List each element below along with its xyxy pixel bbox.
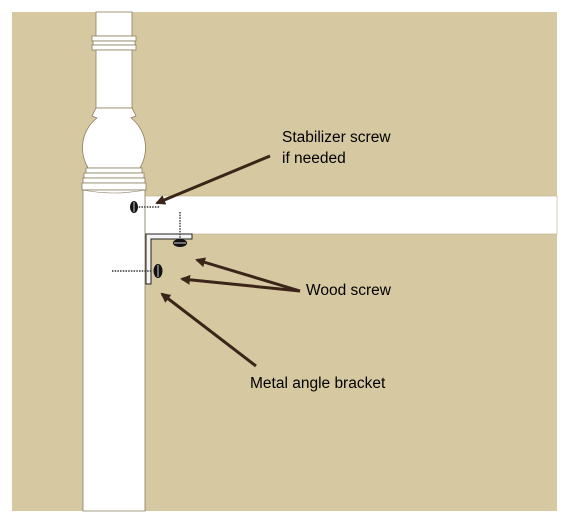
newel-post: [81, 11, 147, 512]
metal-angle-bracket: [145, 233, 193, 285]
label-metal-angle-bracket: Metal angle bracket: [250, 375, 386, 392]
arrow-stabilizer: [155, 154, 271, 205]
arrow-wood-screw-1: [195, 257, 301, 293]
arrow-metal-bracket: [160, 292, 257, 368]
label-stabilizer-line2: if needed: [282, 150, 346, 167]
wood-screw-horizontal: [112, 264, 163, 278]
arrows: [155, 154, 301, 368]
arrow-wood-screw-2: [180, 274, 301, 293]
stabilizer-screw: [130, 201, 160, 213]
label-stabilizer-screw: Stabilizer screw if needed: [282, 127, 391, 169]
rail: [144, 195, 558, 235]
label-stabilizer-line1: Stabilizer screw: [282, 129, 391, 146]
label-wood-screw: Wood screw: [306, 282, 391, 299]
wood-screw-vertical: [173, 212, 187, 247]
